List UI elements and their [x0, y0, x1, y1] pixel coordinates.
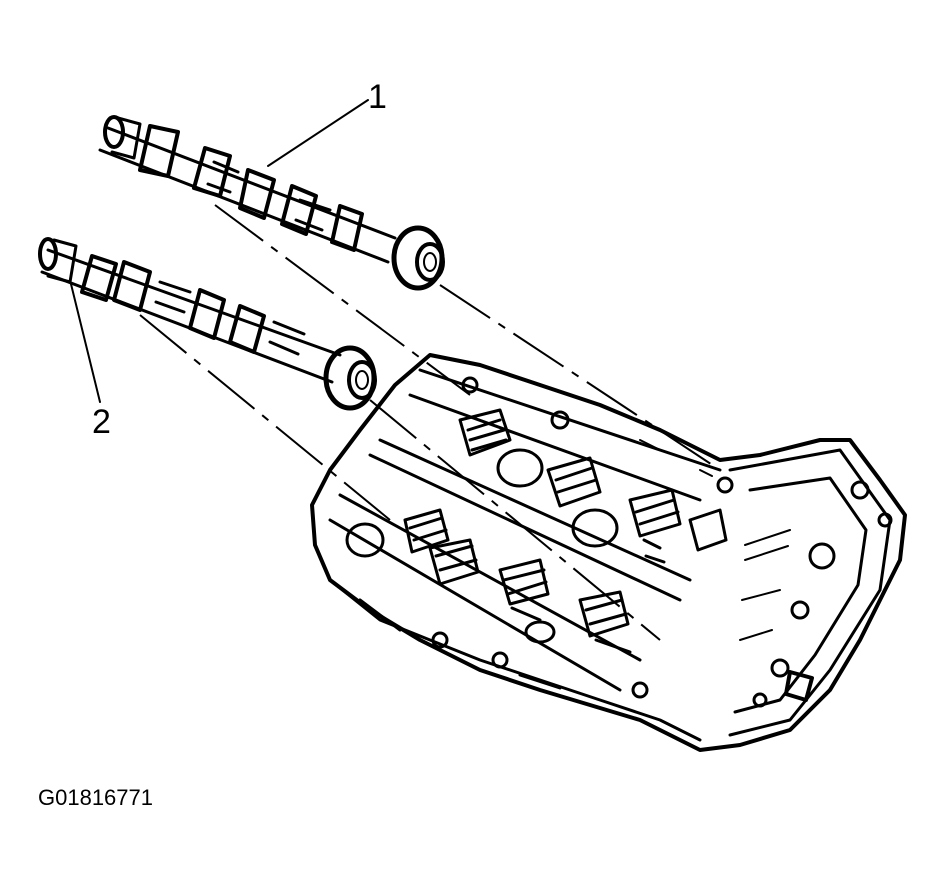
alignment-lines: [139, 204, 721, 641]
camshaft-upper: [98, 115, 445, 291]
callout-label-2: 2: [92, 403, 111, 441]
valve-train-upper: [458, 376, 734, 564]
camshaft-lower: [38, 237, 377, 411]
callout-leaders: [69, 99, 369, 403]
valve-train-lower: [345, 508, 649, 699]
cylinder-head: [310, 353, 907, 752]
figure-id: G01816771: [38, 785, 153, 810]
callout-label-1: 1: [368, 78, 387, 116]
